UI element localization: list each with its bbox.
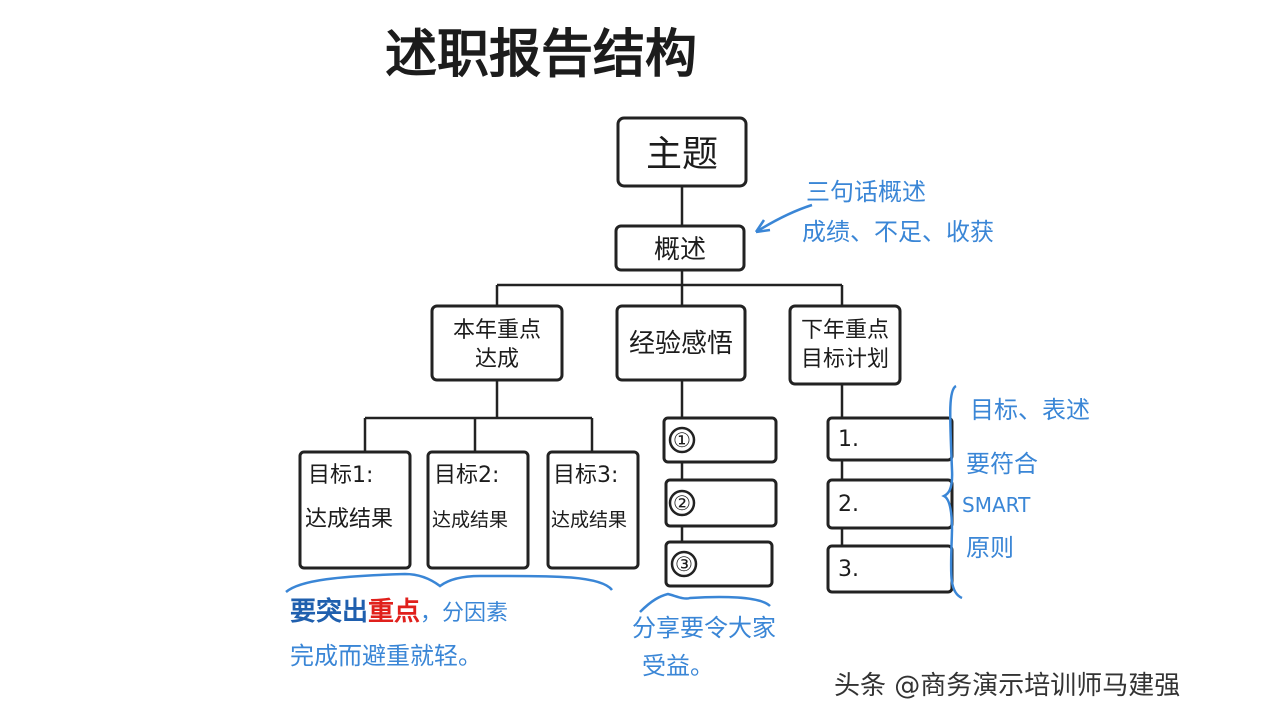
branch-next-year-plan: 下年重点 目标计划 [788,304,902,386]
plan-item-1-label: 1. [838,427,859,452]
curly-brace-icon [941,384,963,600]
theme-node: 主题 [616,116,748,188]
overview-node: 概述 [614,224,746,272]
goals-note-part2: ，分因素 [420,601,508,626]
branch1-line1: 本年重点 [453,318,541,343]
branch-experience: 经验感悟 [615,304,747,382]
exp-brace-icon [639,592,771,613]
plan-item-2: 2. [826,478,954,530]
branch3-line1: 下年重点 [801,318,889,343]
plan-item-1: 1. [826,416,954,462]
overview-annotation: 三句话概述 成绩、不足、收获 [754,178,994,246]
goals-annotation: 要突出重点，分因素 完成而避重就轻。 [285,572,613,670]
overview-note-line2: 成绩、不足、收获 [802,218,994,246]
exp-item-3-label: ③ [675,552,693,576]
goal1-line2: 达成结果 [305,507,393,532]
plan-item-3: 3. [826,544,954,594]
watermark-text: 头条 @商务演示培训师马建强 [834,671,1180,701]
diagram-title: 述职报告结构 [385,25,697,85]
overview-note-line1: 三句话概述 [806,178,926,206]
goal-box-3: 目标3: 达成结果 [546,450,640,570]
plan-note-line3: SMART [962,493,1031,517]
branch3-line2: 目标计划 [801,347,889,372]
plan-note-line1: 目标、表述 [970,396,1090,424]
experience-item-1: ① [662,416,778,464]
annotation-arrow [755,203,813,234]
goal-box-1: 目标1: 达成结果 [298,450,412,570]
exp-note-line1: 分享要令大家 [632,614,776,642]
goal3-line1: 目标3: [553,463,618,488]
goals-note-line1: 要突出重点，分因素 [290,596,508,627]
goal3-line2: 达成结果 [551,509,627,531]
plan-annotation: 目标、表述 要符合 SMART 原则 [941,384,1090,600]
branch-annual-achievements: 本年重点 达成 [430,304,564,382]
goals-note-part1: 要突出 [290,596,368,627]
exp-item-2-label: ② [673,491,691,515]
plan-note-line2: 要符合 [966,450,1038,478]
branch2-label: 经验感悟 [629,329,733,359]
plan-note-line4: 原则 [966,534,1014,562]
goal1-line1: 目标1: [308,463,373,488]
goal2-line1: 目标2: [434,463,499,488]
plan-item-3-label: 3. [838,557,859,582]
goals-note-highlight: 重点 [368,596,420,627]
theme-label: 主题 [646,134,718,175]
connectors [363,186,844,546]
goal-box-2: 目标2: 达成结果 [426,450,530,570]
experience-annotation: 分享要令大家 受益。 [632,592,776,680]
exp-note-line2: 受益。 [642,652,714,680]
arrow-head-icon [754,219,771,234]
experience-item-2: ② [664,478,778,528]
branch1-line2: 达成 [475,347,519,372]
exp-item-1-label: ① [673,428,691,452]
overview-label: 概述 [654,235,706,265]
plan-item-2-label: 2. [838,492,859,517]
goals-note-line2: 完成而避重就轻。 [290,642,482,670]
experience-item-3: ③ [664,540,774,588]
goals-brace-icon [285,572,613,593]
goal2-line2: 达成结果 [432,509,508,531]
